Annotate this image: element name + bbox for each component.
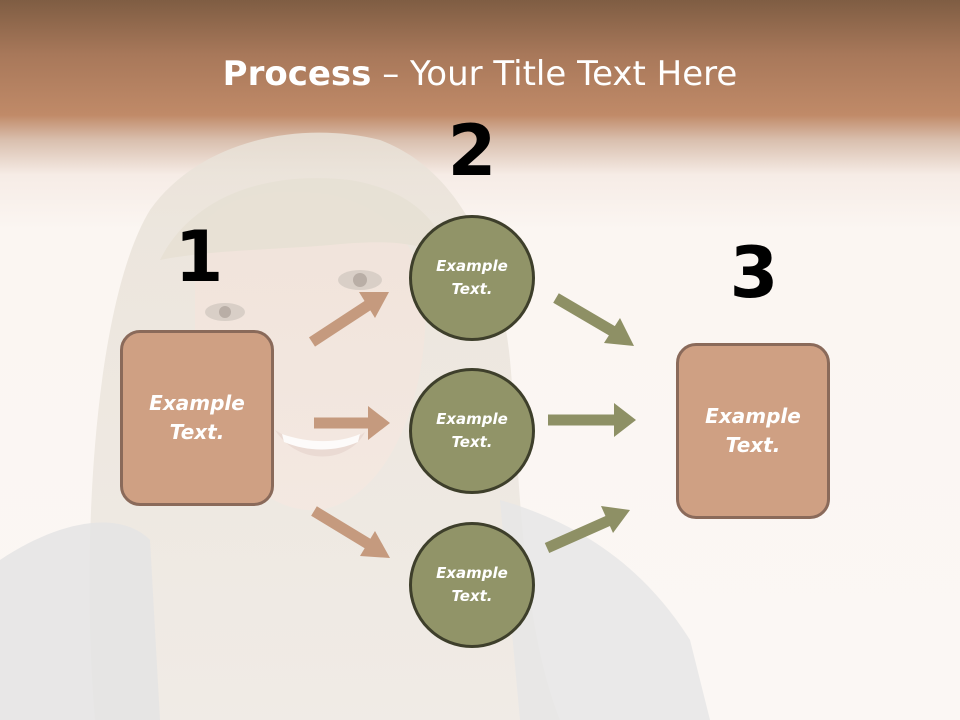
step-number-2: 2 [447,110,497,192]
title-dash: – [371,54,411,94]
circle-middle-line2: Text. [451,433,493,451]
right-box: Example Text. [676,343,830,519]
step-number-3: 3 [729,232,779,314]
right-box-line2: Text. [725,433,781,457]
circle-top: Example Text. [409,215,535,341]
circle-middle: Example Text. [409,368,535,494]
title-bold: Process [222,54,372,94]
title-rest: Your Title Text Here [410,54,738,94]
slide-title: Process – Your Title Text Here [0,52,960,96]
left-box-line2: Text. [169,420,225,444]
left-box: Example Text. [120,330,274,506]
circle-top-line2: Text. [451,280,493,298]
left-box-line1: Example [149,391,245,415]
circle-bottom-line1: Example [436,564,508,582]
right-box-line1: Example [705,404,801,428]
circle-bottom-line2: Text. [451,587,493,605]
circle-middle-line1: Example [436,410,508,428]
circle-bottom: Example Text. [409,522,535,648]
step-number-1: 1 [174,216,224,298]
circle-top-line1: Example [436,257,508,275]
